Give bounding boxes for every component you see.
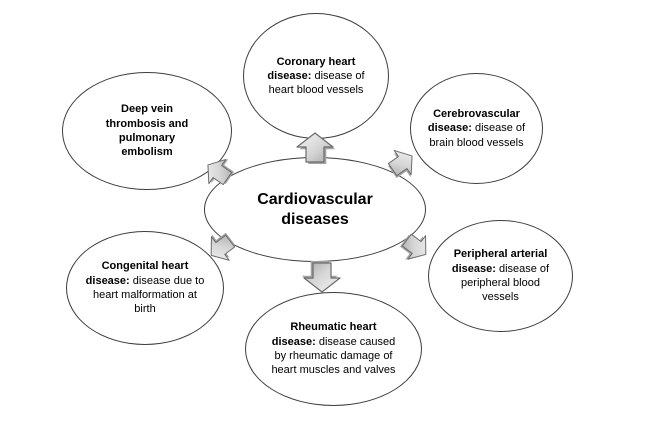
node-cerebrovascular-bold-text: Cerebrovascular disease:: [427, 108, 520, 135]
node-rheumatic-label: Rheumatic heart disease: disease caused …: [270, 320, 398, 377]
arrow-up-right-icon: [387, 149, 413, 179]
node-peripheral-arterial-disease: Peripheral arterial disease: disease of …: [428, 220, 573, 332]
node-peripheral-label: Peripheral arterial disease: disease of …: [451, 247, 551, 304]
node-rheumatic-heart-disease: Rheumatic heart disease: disease caused …: [245, 292, 422, 406]
node-congenital-bold-text: Congenital heart disease:: [85, 260, 189, 287]
node-coronary-rest-text: disease of heart blood vessels: [268, 69, 365, 97]
arrow-up-icon: [296, 132, 336, 164]
arrow-down-left-icon: [210, 232, 236, 261]
node-congenital-label: Congenital heart disease: disease due to…: [85, 259, 205, 316]
node-coronary-heart-disease: Coronary heart disease: disease of heart…: [243, 13, 389, 139]
node-rheumatic-rest-text: disease caused by rheumatic damage of he…: [271, 335, 396, 377]
node-cardiovascular-diseases-center: Cardiovascular diseases: [204, 157, 426, 262]
node-cerebrovascular-label: Cerebrovascular disease: disease of brai…: [425, 107, 529, 150]
node-rheumatic-bold-text: Rheumatic heart disease:: [271, 321, 377, 348]
node-peripheral-bold-text: Peripheral arterial disease:: [451, 248, 548, 275]
node-coronary-bold-text: Coronary heart disease:: [267, 55, 356, 82]
node-congenital-rest-text: disease due to heart malformation at bir…: [93, 274, 205, 316]
center-label: Cardiovascular diseases: [257, 190, 373, 228]
arrow-up-left-icon: [207, 158, 235, 186]
node-deep-vein-thrombosis: Deep vein thrombosis and pulmonary embol…: [62, 72, 232, 190]
node-cerebrovascular-disease: Cerebrovascular disease: disease of brai…: [410, 73, 543, 184]
node-deep-vein-bold-text: Deep vein thrombosis and pulmonary embol…: [105, 103, 189, 159]
arrow-down-right-icon: [399, 233, 427, 260]
arrow-down-icon: [301, 261, 341, 293]
node-peripheral-rest-text: disease of peripheral blood vessels: [461, 262, 550, 304]
node-coronary-label: Coronary heart disease: disease of heart…: [259, 55, 373, 98]
node-congenital-heart-disease: Congenital heart disease: disease due to…: [66, 231, 224, 345]
node-deep-vein-label: Deep vein thrombosis and pulmonary embol…: [95, 102, 199, 159]
node-cerebrovascular-rest-text: disease of brain blood vessels: [429, 122, 526, 149]
